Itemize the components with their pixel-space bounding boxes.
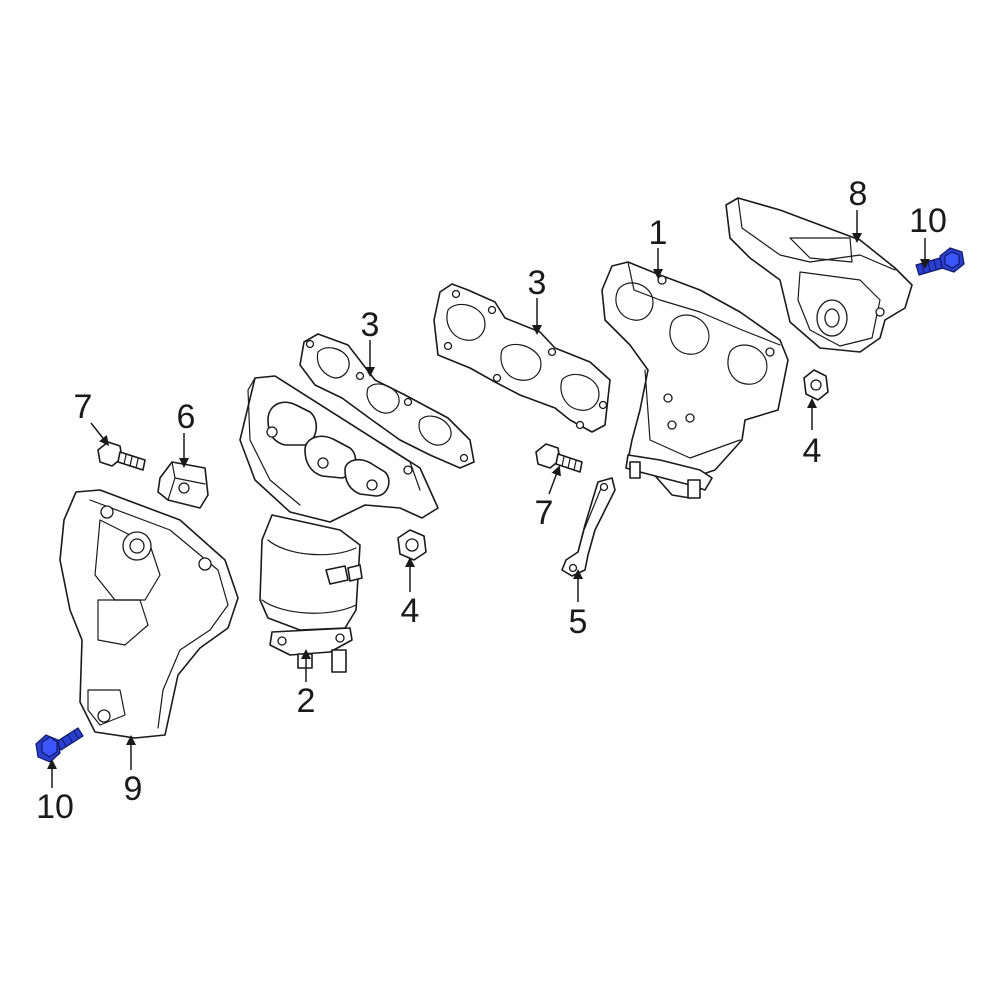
leader-7b bbox=[548, 465, 561, 495]
bolt-7-right[interactable] bbox=[535, 443, 583, 473]
bolt-7-left[interactable] bbox=[97, 441, 146, 471]
callout-4-left: 4 bbox=[401, 592, 420, 630]
callout-7-right: 7 bbox=[535, 494, 554, 532]
bolt-10-left[interactable] bbox=[35, 727, 84, 763]
leader-7a bbox=[90, 422, 110, 446]
nut-4-left[interactable] bbox=[397, 529, 427, 561]
gasket-3-rear[interactable] bbox=[433, 283, 611, 433]
heat-shield-front[interactable] bbox=[59, 489, 239, 739]
nut-4-right[interactable] bbox=[803, 369, 829, 401]
callout-3-rear: 3 bbox=[528, 264, 547, 302]
callout-2: 2 bbox=[297, 682, 316, 720]
callout-9: 9 bbox=[124, 770, 143, 808]
callout-5: 5 bbox=[569, 603, 588, 641]
callout-8: 8 bbox=[849, 175, 868, 213]
exhaust-manifold-front[interactable] bbox=[239, 375, 439, 673]
bracket-6[interactable] bbox=[157, 461, 209, 509]
callout-labels: 1 2 3 3 4 4 5 6 7 7 8 9 10 10 bbox=[36, 175, 947, 826]
heat-shield-rear[interactable] bbox=[725, 197, 913, 353]
gasket-3-front[interactable] bbox=[299, 333, 475, 469]
callout-7-left: 7 bbox=[74, 388, 93, 426]
exhaust-manifold-rear[interactable] bbox=[601, 261, 789, 499]
callout-6: 6 bbox=[177, 398, 196, 436]
callout-10-left: 10 bbox=[36, 788, 74, 826]
bracket-5[interactable] bbox=[561, 477, 616, 577]
callout-3-front: 3 bbox=[361, 306, 380, 344]
callout-1: 1 bbox=[649, 214, 668, 252]
bolt-10-right[interactable] bbox=[915, 247, 965, 276]
callout-4-right: 4 bbox=[803, 432, 822, 470]
leader-lines bbox=[47, 210, 930, 788]
callout-10-right: 10 bbox=[909, 202, 947, 240]
